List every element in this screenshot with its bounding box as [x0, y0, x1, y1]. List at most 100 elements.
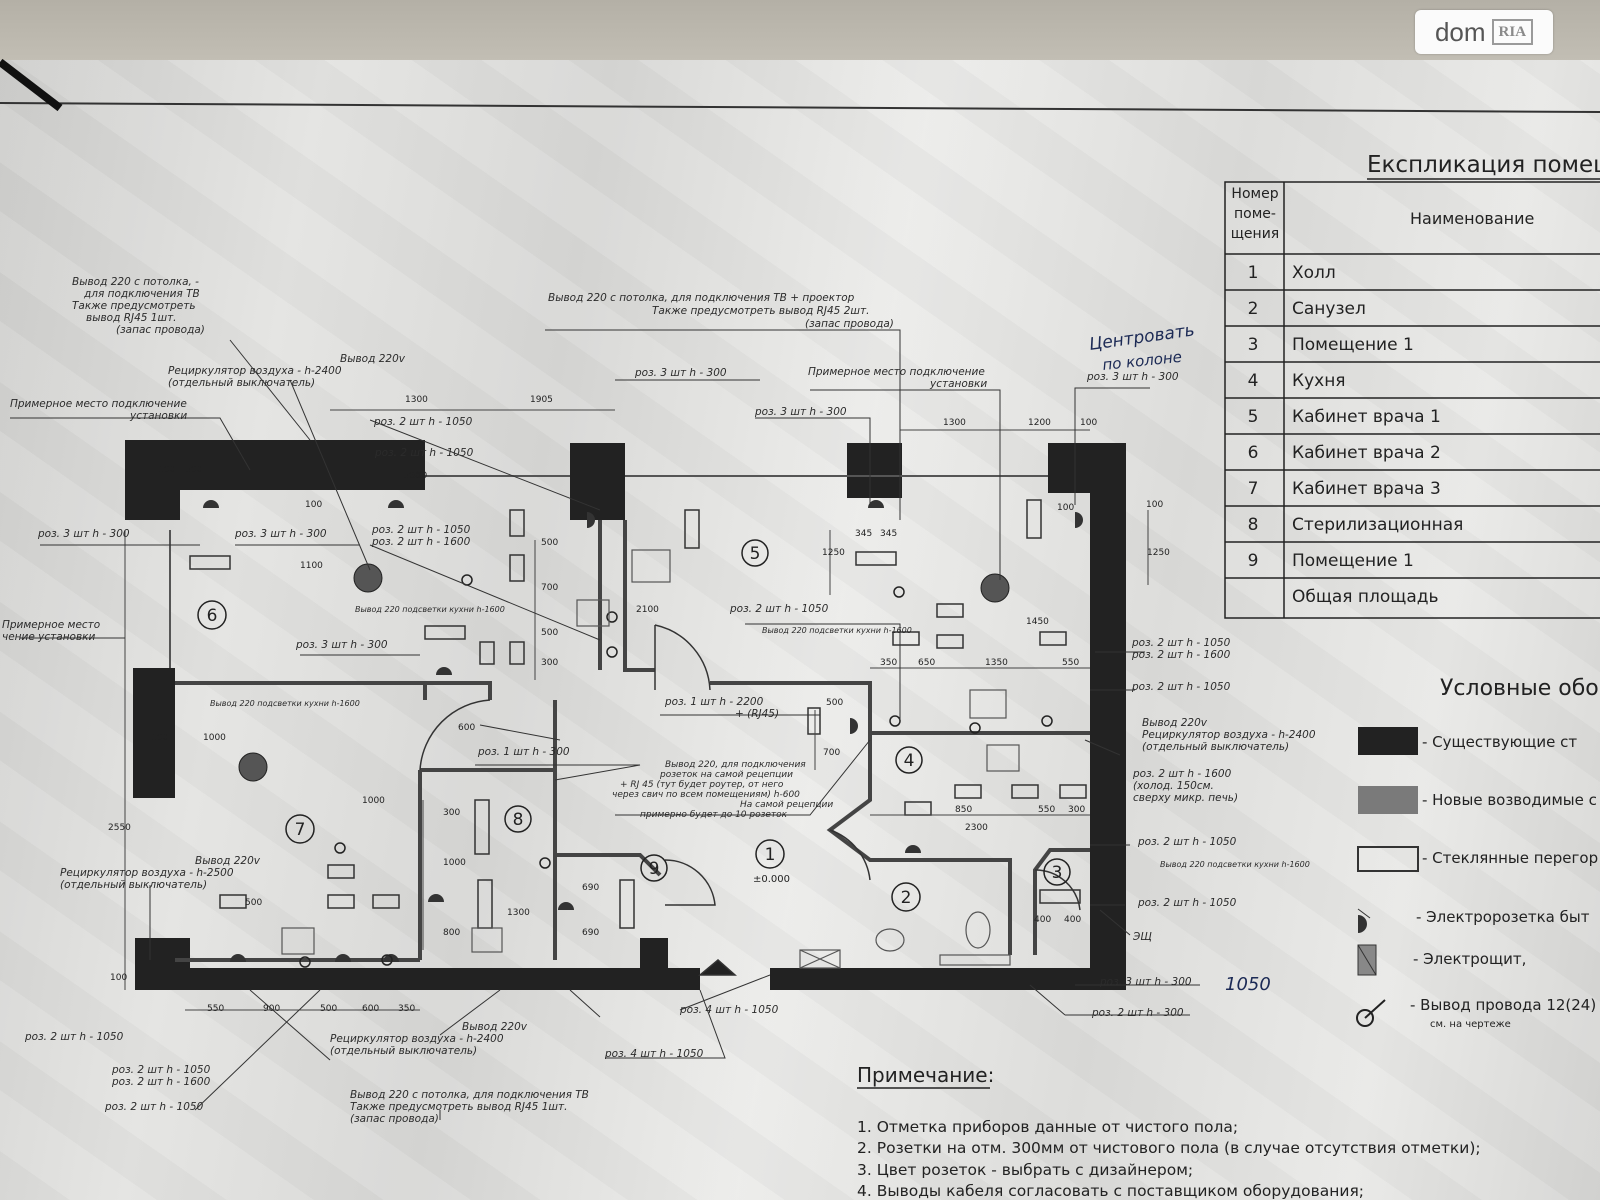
legend-swatch-new-wall	[1358, 786, 1418, 814]
svg-text:9: 9	[1248, 551, 1259, 571]
rooms-table: Експликация помеще Номер поме-щения Наим…	[1224, 152, 1600, 619]
existing-walls	[125, 440, 1126, 990]
kitchen-light-note-2: Вывод 220 подсветки кухни h-1600	[210, 699, 360, 708]
annotation-recirc-2-line1: Вывод 220v	[1142, 717, 1208, 729]
svg-text:Помещение 1: Помещение 1	[1292, 335, 1414, 355]
svg-text:600: 600	[458, 723, 475, 733]
legend-title: Условные обоз	[1440, 676, 1600, 701]
annotation-install-1-line2: установки	[129, 410, 187, 422]
outlet-note-11: роз. 2 шт h - 1050	[729, 603, 829, 615]
annotation-fridge-line2: (холод. 150см.	[1133, 780, 1214, 792]
svg-text:800: 800	[443, 928, 460, 938]
legend-item-6-sub: см. на чертеже	[1430, 1019, 1511, 1030]
annotation-reception-line3: + RJ 45 (тут будет роутер, от него	[620, 780, 784, 790]
legend: Условные обоз - Существующие ст - Новые …	[1356, 676, 1600, 1030]
annotation-reception-line1: Вывод 220, для подключения	[665, 760, 806, 770]
svg-text:550: 550	[1038, 805, 1055, 815]
svg-text:700: 700	[823, 748, 840, 758]
outlet-note-27: роз. 2 шт h - 1050	[104, 1101, 204, 1113]
svg-text:100: 100	[1080, 418, 1097, 428]
svg-text:550: 550	[207, 1004, 224, 1014]
room-number-6: 6	[207, 606, 218, 626]
svg-text:300: 300	[185, 465, 202, 475]
svg-text:100: 100	[1146, 500, 1163, 510]
wire-outputs	[299, 574, 1053, 968]
svg-text:900: 900	[263, 1004, 280, 1014]
svg-text:300: 300	[410, 471, 427, 481]
annotation-tv-3-line1: Вывод 220 с потолка, для подключения ТВ	[350, 1089, 589, 1101]
glass-partitions	[169, 475, 1048, 668]
svg-text:100: 100	[110, 973, 127, 983]
dimension-lines	[124, 409, 1149, 1011]
dimension-numbers: 1300 1905 1300 1200 100 100 300 300 100 …	[108, 395, 1170, 1014]
svg-text:2550: 2550	[108, 823, 131, 833]
logo-badge: RIA	[1491, 19, 1534, 45]
svg-text:Кабинет врача 2: Кабинет врача 2	[1292, 443, 1441, 463]
annotation-fridge-line1: роз. 2 шт h - 1600	[1132, 768, 1232, 780]
annotations: Вывод 220 с потолка, - для подключения Т…	[2, 276, 1316, 1125]
annotation-fridge-line3: сверху микр. печь)	[1133, 792, 1238, 804]
door-swings	[419, 624, 1081, 976]
outlet-note-16: роз. 2 шт h - 1600	[1131, 649, 1231, 661]
svg-text:2: 2	[1248, 299, 1259, 319]
svg-text:Стерилизационная: Стерилизационная	[1292, 515, 1463, 535]
legend-item-1: - Существующие ст	[1422, 733, 1577, 751]
annotation-recirc-1-line2: Рециркулятор воздуха - h-2400	[168, 365, 342, 377]
svg-text:690: 690	[582, 928, 599, 938]
svg-text:2300: 2300	[965, 823, 988, 833]
fixtures	[281, 549, 1020, 969]
handwritten-1050: 1050	[1225, 974, 1271, 995]
svg-text:300: 300	[1068, 805, 1085, 815]
pin-shadow	[0, 58, 63, 112]
svg-text:Помещение 1: Помещение 1	[1292, 551, 1414, 571]
table-header-name: Наименование	[1410, 209, 1534, 228]
annotation-tv-1-line5: (запас провода)	[116, 324, 205, 336]
svg-text:1000: 1000	[362, 796, 385, 806]
annotation-recirc-4-line1: Вывод 220v	[195, 855, 261, 867]
outlet-note-25: роз. 2 шт h - 1050	[111, 1064, 211, 1076]
outlet-blocks	[189, 499, 1087, 929]
socket-symbols	[203, 500, 1083, 962]
legend-item-3: - Стеклянные перегор	[1422, 849, 1598, 867]
annotation-tv-1-line2: для подключения ТВ	[83, 288, 200, 300]
svg-text:350: 350	[398, 1004, 415, 1014]
svg-text:550: 550	[1062, 658, 1079, 668]
annotation-recirc-3-line2: Рециркулятор воздуха - h-2400	[330, 1033, 504, 1045]
annotation-tv-2-line2: Также предусмотреть вывод RJ45 2шт.	[652, 305, 869, 317]
note-line-3: 3. Цвет розеток - выбрать с дизайнером;	[857, 1161, 1193, 1179]
legend-item-6: - Вывод провода 12(24)	[1410, 996, 1596, 1014]
legend-item-4: - Электророзетка быт	[1416, 908, 1590, 926]
svg-text:850: 850	[955, 805, 972, 815]
annotation-recirc-1-line3: (отдельный выключатель)	[168, 377, 315, 389]
outlet-note-14: роз. 1 шт h - 300	[477, 746, 570, 758]
note-line-1: 1. Отметка приборов данные от чистого по…	[857, 1118, 1238, 1136]
outlet-note-2: роз. 2 шт h - 1050	[374, 447, 474, 459]
svg-text:500: 500	[541, 628, 558, 638]
svg-text:1200: 1200	[1028, 418, 1051, 428]
annotation-tv-3-line3: (запас провода)	[350, 1113, 439, 1125]
kitchen-light-note-3: Вывод 220 подсветки кухни h-1600	[762, 626, 912, 635]
room-numbers: 1 2 3 4 5 6 7 8 9	[207, 544, 1063, 908]
outlet-note-10: роз. 3 шт h - 300	[1086, 371, 1179, 383]
svg-text:500: 500	[541, 538, 558, 548]
legend-item-2: - Новые возводимые с	[1422, 791, 1597, 809]
recirculator-symbols	[238, 563, 1010, 782]
annotation-recirc-2-line2: Рециркулятор воздуха - h-2400	[1142, 729, 1316, 741]
svg-text:100: 100	[1057, 503, 1074, 513]
annotation-reception-line6: примерно будет до 10 розеток	[640, 810, 788, 820]
room-number-3: 3	[1052, 863, 1063, 883]
svg-text:5: 5	[1248, 407, 1259, 427]
leader-lines	[10, 329, 1200, 1120]
outlet-note-13: + (RJ45)	[735, 708, 779, 720]
room-number-7: 7	[295, 820, 306, 840]
room-number-9: 9	[649, 859, 660, 879]
sheet-border-line	[0, 102, 1600, 113]
annotation-install-3-line1: Примерное место	[2, 619, 100, 631]
svg-text:3: 3	[1248, 335, 1259, 355]
svg-text:100: 100	[305, 500, 322, 510]
outlet-note-7: роз. 3 шт h - 300	[295, 639, 388, 651]
svg-text:1: 1	[1248, 263, 1259, 283]
outlet-note-5: роз. 2 шт h - 1050	[371, 524, 471, 536]
svg-text:8: 8	[1248, 515, 1259, 535]
svg-text:1250: 1250	[822, 548, 845, 558]
